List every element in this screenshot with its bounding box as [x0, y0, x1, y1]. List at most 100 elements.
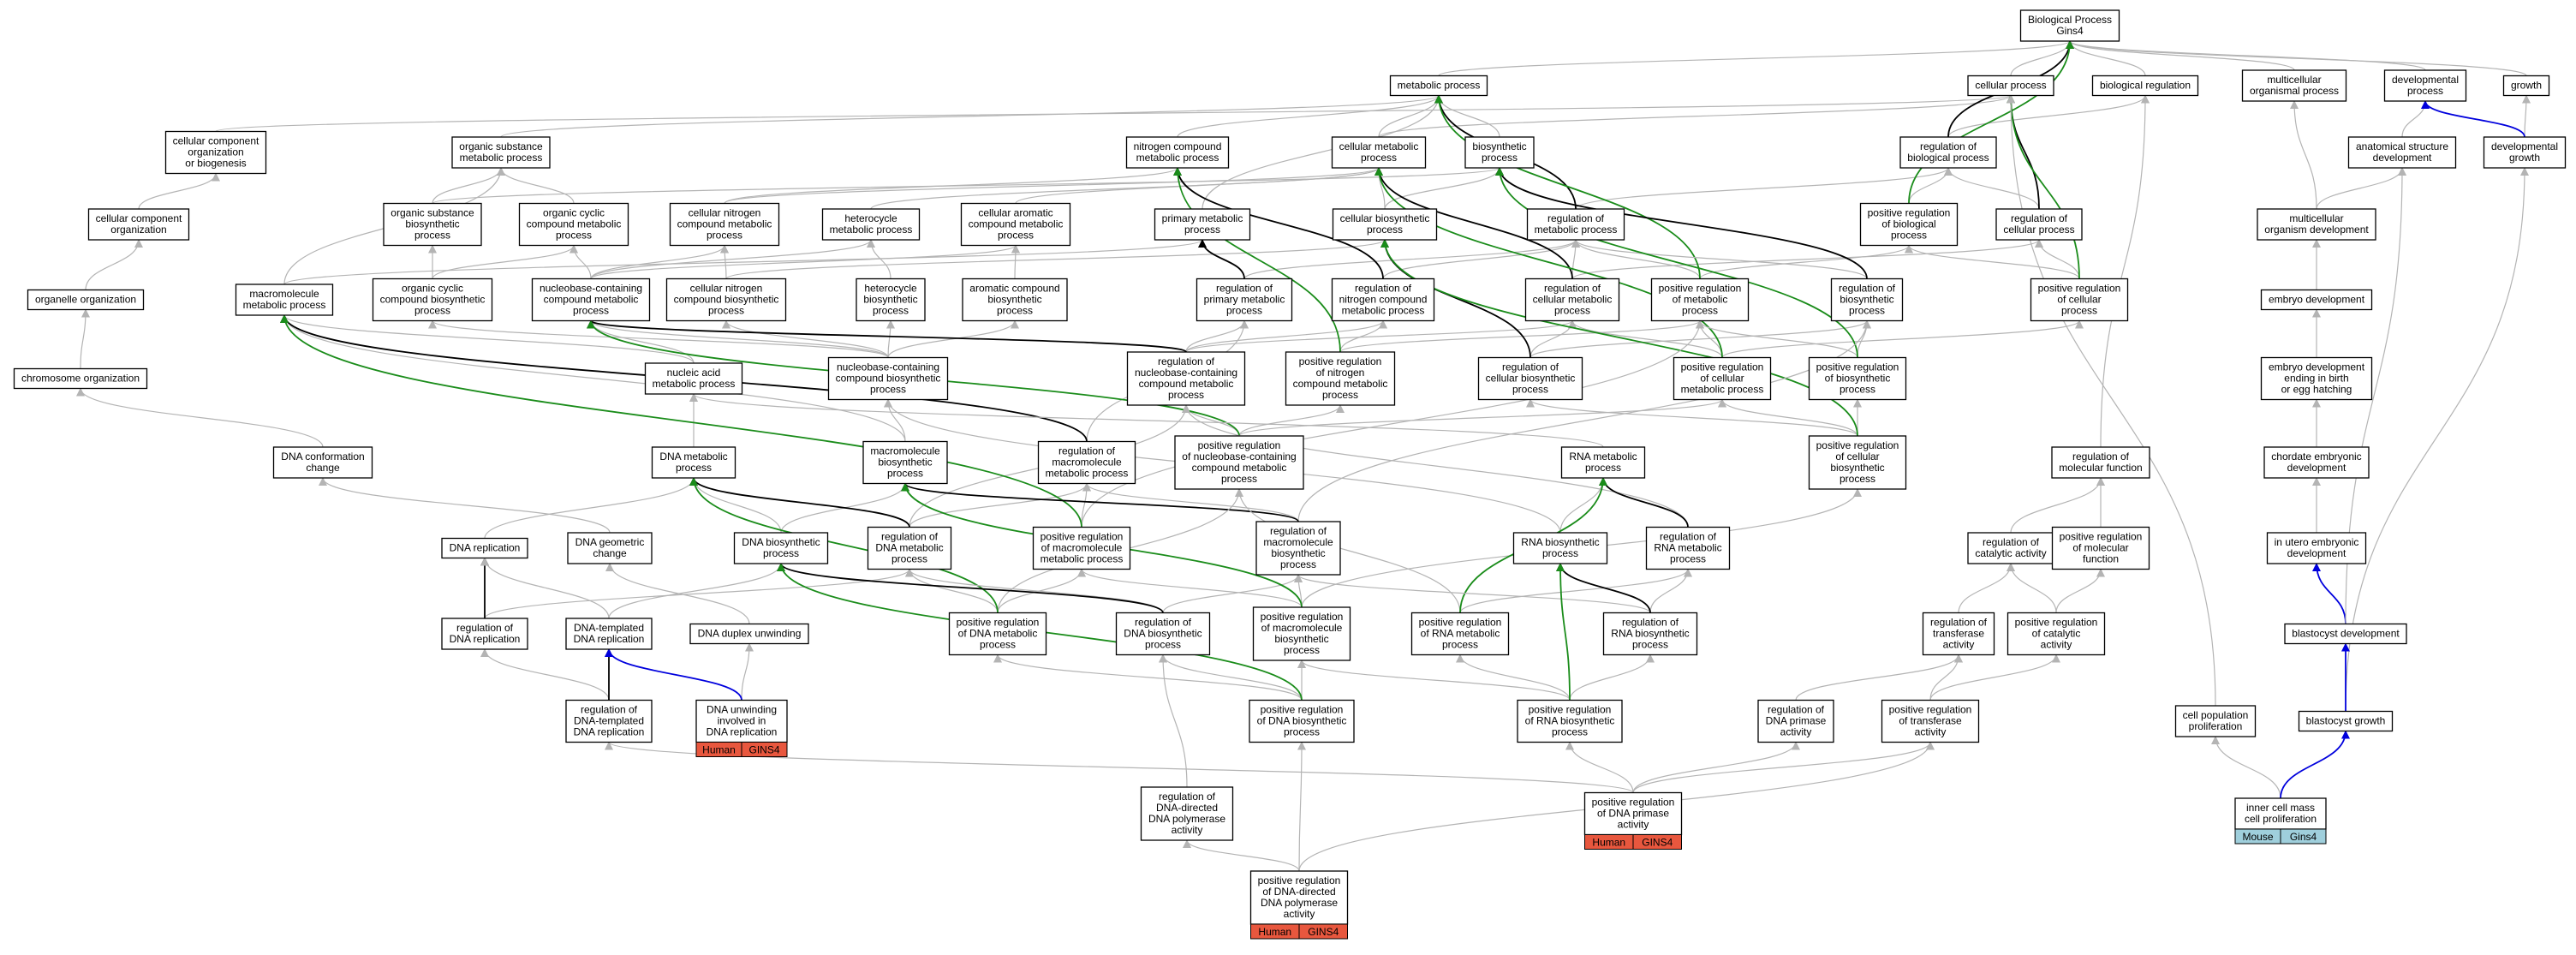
go-term-label: RNA biosynthetic	[1521, 536, 1599, 548]
go-term-node-growth[interactable]: growth	[2502, 75, 2550, 97]
go-term-label: positive regulation	[1419, 617, 1502, 629]
go-term-node-metabolic[interactable]: metabolic process	[1389, 75, 1488, 97]
go-term-node-cellular-process[interactable]: cellular process	[1967, 75, 2054, 97]
go-term-box	[2347, 136, 2457, 169]
go-term-node-reg-macro-bios[interactable]: regulation ofmacromoleculebiosyntheticpr…	[1255, 521, 1341, 576]
go-term-node-dna-duplex[interactable]: DNA duplex unwinding	[689, 623, 809, 645]
go-term-node-reg-nucleobase-met[interactable]: regulation ofnucleobase-containingcompou…	[1126, 351, 1246, 406]
go-term-node-blastocyst-growth[interactable]: blastocyst growth	[2298, 710, 2394, 732]
go-term-label: of DNA biosynthetic	[1257, 715, 1347, 727]
go-term-node-bio-reg[interactable]: biological regulation	[2091, 75, 2199, 97]
go-term-node-embryo-dev[interactable]: embryo development	[2260, 289, 2373, 311]
edge-is-a	[1183, 839, 1300, 872]
go-term-label: positive regulation	[957, 617, 1040, 629]
go-term-node-chromosome-org[interactable]: chromosome organization	[13, 367, 148, 390]
go-term-label: regulation of	[1502, 361, 1559, 373]
go-term-node-dna-replication[interactable]: DNA replication	[441, 537, 528, 559]
go-term-node-blastocyst-dev[interactable]: blastocyst development	[2284, 623, 2407, 645]
go-term-node-organelle-org[interactable]: organelle organization	[27, 289, 145, 311]
